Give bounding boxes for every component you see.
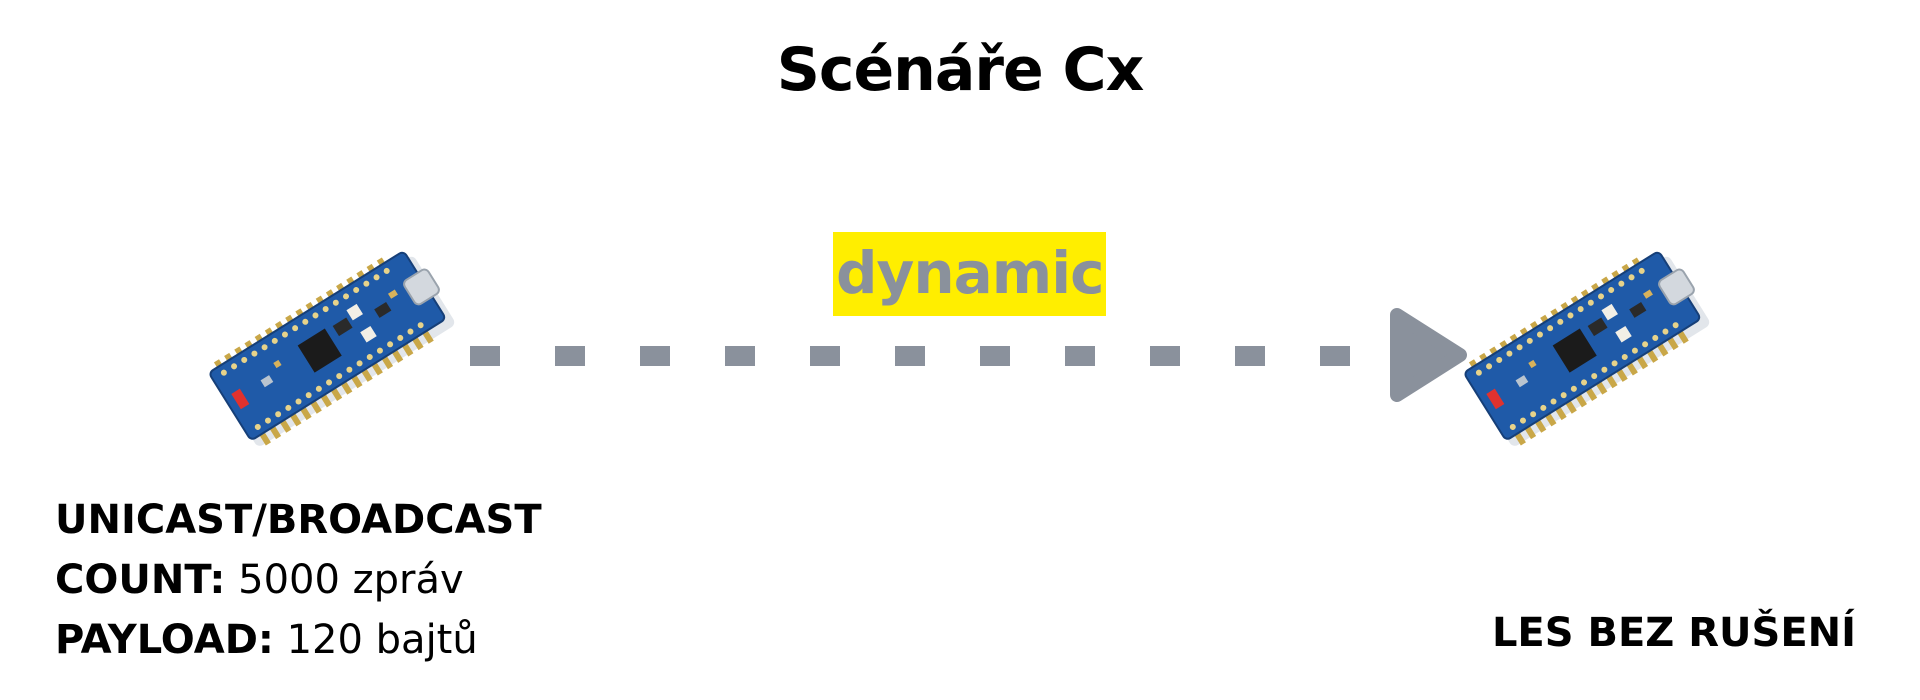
sender-board-icon <box>209 251 455 446</box>
diagram-title: Scénáře Cx <box>776 35 1145 105</box>
count-value: 5000 zpráv <box>225 557 464 603</box>
sender-info: UNICAST/BROADCAST COUNT: 5000 zpráv PAYL… <box>55 490 542 670</box>
count-key: COUNT: <box>55 557 226 603</box>
count-row: COUNT: 5000 zpráv <box>55 550 542 610</box>
transmission-mode: UNICAST/BROADCAST <box>55 497 542 543</box>
payload-row: PAYLOAD: 120 bajtů <box>55 610 542 670</box>
receiver-location: LES BEZ RUŠENÍ <box>1491 610 1856 656</box>
transfer-label: dynamic <box>833 232 1107 316</box>
receiver-board-icon <box>1464 251 1710 446</box>
dashed-arrow-icon <box>470 308 1467 402</box>
payload-key: PAYLOAD: <box>55 617 274 663</box>
payload-value: 120 bajtů <box>273 617 478 663</box>
